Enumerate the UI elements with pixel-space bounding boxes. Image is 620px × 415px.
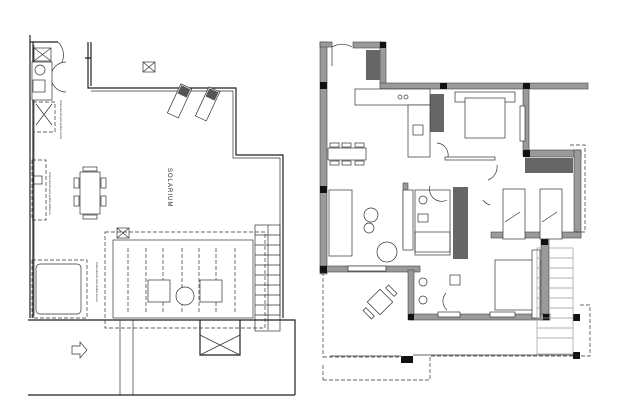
sofa — [328, 189, 353, 257]
jacuzzi-preinstall — [31, 259, 88, 319]
bathroom — [414, 189, 461, 305]
note-shower: Preinstalación para posible ducha — [59, 100, 63, 139]
note-jacuzzi: Preinstalación para posible jacuzzi — [95, 262, 99, 302]
interior-doors — [429, 142, 498, 311]
sun-lounger — [194, 86, 221, 122]
coffee-table — [363, 207, 379, 223]
dining-table — [327, 142, 367, 166]
jacuzzi-icon — [35, 263, 82, 315]
entry-door — [50, 41, 67, 93]
twin-beds — [502, 188, 563, 240]
side-table — [175, 286, 195, 306]
round-table — [376, 241, 398, 263]
water-heater-icon — [34, 64, 46, 76]
barbecue-preinstall — [31, 159, 47, 221]
dining-table — [73, 166, 107, 220]
room-label-solarium: SOLARIUM — [166, 168, 172, 207]
terrace-outline — [322, 272, 591, 381]
apartment-plan — [319, 41, 591, 381]
tv-unit — [402, 189, 414, 251]
lower-level-outline — [28, 319, 296, 396]
staircase — [254, 224, 281, 332]
master-bedroom-bed — [454, 91, 516, 139]
window — [347, 265, 387, 272]
wall-partition — [444, 156, 496, 161]
pergola-frame — [112, 239, 254, 319]
sun-lounger — [166, 83, 193, 119]
pergola-outline — [104, 231, 266, 329]
solarium-outer-wall — [29, 35, 284, 318]
third-bedroom-bed — [494, 249, 541, 319]
window — [519, 105, 526, 142]
armchair — [199, 279, 223, 303]
solarium-plan: SOLARIUM Preinstalación para posible duc… — [28, 35, 296, 396]
entry-door — [331, 43, 353, 66]
structural-columns — [320, 42, 580, 363]
shower-preinstall — [32, 101, 56, 133]
kitchen — [354, 88, 431, 158]
arrow-icon — [71, 341, 88, 359]
armchair — [147, 279, 171, 303]
exterior-stairs — [536, 247, 574, 355]
window — [489, 311, 516, 318]
note-barbecue: Preinstalación para posible barbacoa — [48, 172, 52, 215]
window — [437, 311, 461, 318]
installation-shafts — [366, 50, 573, 259]
terrace-table — [362, 284, 398, 320]
